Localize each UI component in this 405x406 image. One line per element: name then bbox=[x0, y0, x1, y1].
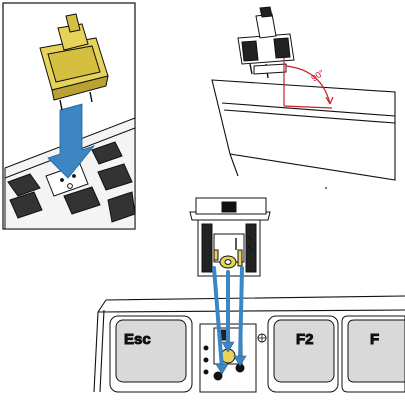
mechanical-switch-yellow bbox=[39, 13, 109, 111]
keyboard-frame bbox=[93, 295, 405, 393]
keyboard-side-body bbox=[211, 79, 396, 181]
mechanical-switch-dark bbox=[237, 6, 295, 79]
angle-label: 90° bbox=[309, 67, 326, 83]
down-arrow-icon bbox=[233, 355, 247, 367]
right-angle-indicator bbox=[283, 58, 334, 109]
key-label-f: F bbox=[370, 331, 379, 348]
pin-hole-left bbox=[213, 371, 223, 381]
panel-pin-alignment: Esc F2 F bbox=[93, 197, 405, 393]
key-f-partial: F bbox=[341, 315, 405, 393]
pin-guide-arrows bbox=[212, 266, 244, 370]
key-f2: F2 bbox=[257, 315, 339, 393]
down-arrow-icon bbox=[215, 363, 229, 375]
key-label-esc: Esc bbox=[124, 331, 151, 348]
pin-guide-arrow-heads bbox=[215, 341, 247, 375]
mechanical-switch-bottom-view bbox=[189, 197, 271, 277]
key-label-f2: F2 bbox=[296, 331, 314, 348]
down-arrow-icon bbox=[47, 103, 96, 179]
panel-insert-switch bbox=[2, 2, 136, 230]
down-arrow-icon bbox=[221, 341, 235, 353]
panel-angle: 90° bbox=[211, 6, 396, 189]
key-esc: Esc bbox=[109, 315, 193, 393]
